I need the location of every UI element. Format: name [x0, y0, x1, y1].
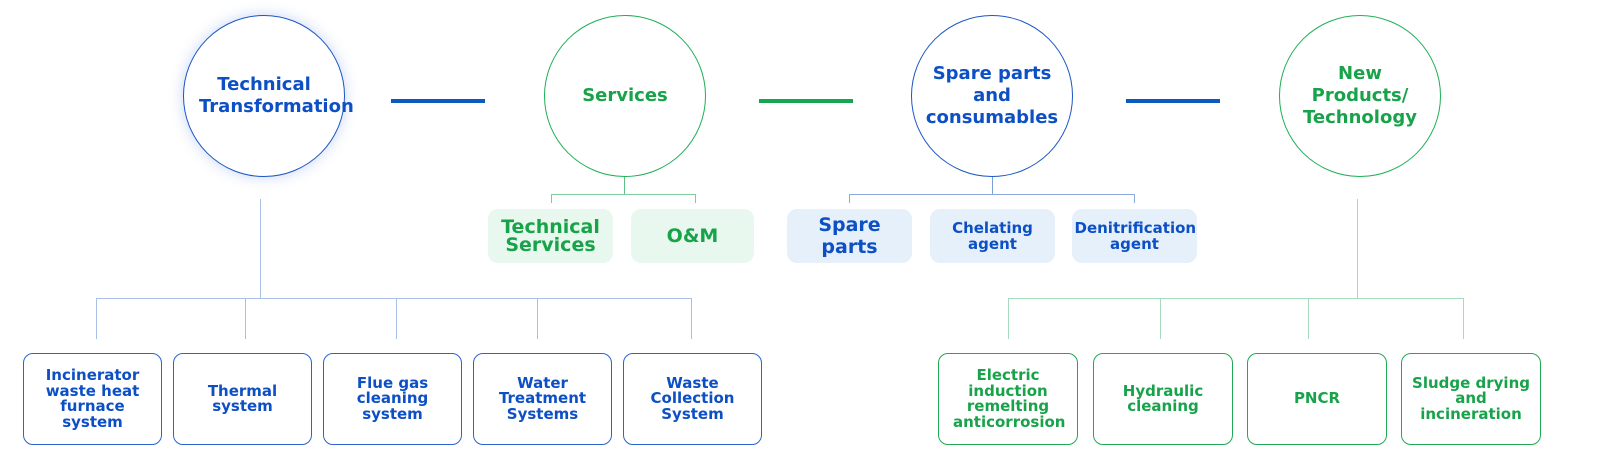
connector-line	[1357, 199, 1358, 299]
subitem-label: Technical Services	[501, 216, 600, 256]
category-label: New Products/ Technology	[1303, 63, 1417, 128]
category-spare-parts[interactable]: Spare parts and consumables	[911, 15, 1073, 177]
subitem-chelating-agent[interactable]: Chelating agent	[930, 209, 1055, 263]
separator-line	[1126, 99, 1220, 103]
subitem-label: Flue gas cleaning system	[356, 373, 429, 423]
connector-line	[260, 199, 261, 299]
category-services[interactable]: Services	[544, 15, 706, 177]
subitem-hydraulic-cleaning[interactable]: Hydraulic cleaning	[1093, 353, 1233, 445]
connector-line	[245, 298, 246, 339]
connector-line	[849, 194, 1135, 195]
subitem-om[interactable]: O&M	[631, 209, 754, 263]
connector-line	[396, 298, 397, 339]
connector-line	[537, 298, 538, 339]
separator-line	[759, 99, 853, 103]
category-technical-transformation[interactable]: Technical Transformation	[183, 15, 354, 177]
subitem-thermal-system[interactable]: Thermal system	[173, 353, 312, 445]
connector-line	[96, 298, 97, 339]
subitem-incinerator-waste-heat[interactable]: Incinerator waste heat furnace system	[23, 353, 162, 445]
subitem-spare-parts[interactable]: Spare parts	[787, 209, 912, 263]
connector-line	[992, 177, 993, 194]
category-label: Services	[582, 85, 668, 106]
connector-line	[1160, 298, 1161, 339]
category-label: Spare parts and consumables	[925, 63, 1059, 128]
subitem-label: Denitrification agent	[1074, 219, 1197, 253]
connector-line	[1008, 298, 1464, 299]
category-new-products[interactable]: New Products/ Technology	[1279, 15, 1441, 177]
connector-line	[849, 194, 850, 203]
subitem-technical-services[interactable]: Technical Services	[488, 209, 613, 263]
subitem-label: Incinerator waste heat furnace system	[45, 366, 140, 431]
separator-line	[391, 99, 485, 103]
subitem-flue-gas-cleaning[interactable]: Flue gas cleaning system	[323, 353, 462, 445]
subitem-label: Thermal system	[207, 381, 278, 415]
connector-line	[96, 298, 692, 299]
connector-line	[624, 177, 625, 194]
subitem-label: Water Treatment Systems	[498, 373, 587, 423]
subitem-electric-induction[interactable]: Electric induction remelting anticorrosi…	[938, 353, 1078, 445]
connector-line	[1463, 298, 1464, 339]
subitem-denitrification-agent[interactable]: Denitrification agent	[1072, 209, 1197, 263]
connector-line	[1134, 194, 1135, 203]
connector-line	[551, 194, 552, 203]
connector-line	[691, 298, 692, 339]
connector-line	[551, 194, 696, 195]
category-label: Technical Transformation	[199, 74, 354, 117]
subitem-label: O&M	[666, 225, 719, 247]
subitem-label: PNCR	[1293, 389, 1341, 408]
subitem-label: Sludge drying and incineration	[1412, 373, 1530, 423]
subitem-label: Chelating agent	[952, 219, 1033, 253]
subitem-waste-collection[interactable]: Waste Collection System	[623, 353, 762, 445]
subitem-pncr[interactable]: PNCR	[1247, 353, 1387, 445]
subitem-label: Electric induction remelting anticorrosi…	[953, 366, 1066, 431]
subitem-label: Hydraulic cleaning	[1122, 381, 1204, 415]
subitem-label: Waste Collection System	[650, 373, 735, 423]
subitem-sludge-drying[interactable]: Sludge drying and incineration	[1401, 353, 1541, 445]
subitem-water-treatment[interactable]: Water Treatment Systems	[473, 353, 612, 445]
connector-line	[1008, 298, 1009, 339]
subitem-label: Spare parts	[818, 214, 881, 258]
connector-line	[695, 194, 696, 203]
connector-line	[1308, 298, 1309, 339]
